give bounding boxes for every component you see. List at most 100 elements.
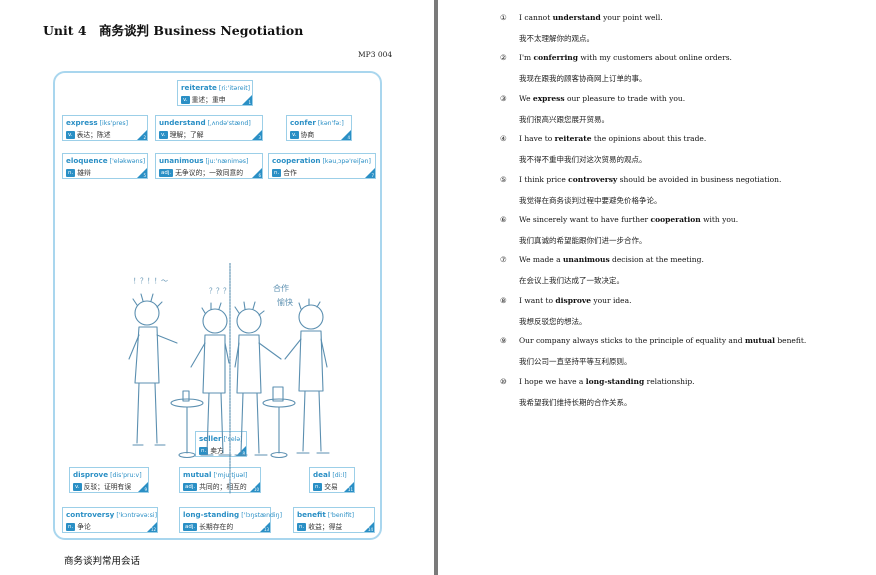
sentence-number: ② [500,53,507,63]
sentence-text: We made a [519,255,563,265]
part-of-speech-badge: n. [297,523,307,531]
vocab-meaning: 卖方 [210,447,224,455]
negotiation-illustration: ！？！！～ ？？？ 合作 愉快 [128,263,330,494]
part-of-speech-badge: v. [66,131,75,139]
sentence-text: relationship. [644,376,695,386]
vocab-word: disprove [73,470,109,479]
corner-tab [252,168,262,178]
vocab-word: cooperation [272,156,321,165]
card-number: 1 [248,100,251,105]
vocab-phonetic: [diːl] [332,472,347,479]
left-page: Unit 4 商务谈判 Business Negotiation MP3 004… [0,0,434,575]
vocab-meaning: 无争议的；一致同意的 [175,169,244,177]
card-number: 11 [347,487,353,492]
vocab-meaning: 表达；陈述 [76,131,111,139]
sentence-text: decision at the meeting. [609,255,704,265]
part-of-speech-badge: n. [199,447,209,455]
english-sentence: We express our pleasure to trade with yo… [519,94,685,103]
sentence-text: your idea. [591,295,632,305]
vocab-meaning: 反驳；证明有误 [83,483,132,491]
chinese-translation: 我现在跟我的顾客协商网上订单的事。 [519,74,647,84]
chinese-translation: 我不得不重申我们对这次贸易的观点。 [519,155,647,165]
sentence-number: ⑦ [500,255,507,265]
part-of-speech-badge: adj. [183,523,198,531]
sentence-item: ⑥ We sincerely want to have further coope… [500,214,860,254]
vocab-word: confer [290,118,316,127]
card-number: 14 [367,527,373,532]
vocab-word: long-standing [183,510,240,519]
vocab-phonetic: [kən'fəː] [317,120,344,127]
english-sentence: We sincerely want to have further cooper… [519,215,738,224]
vocab-phonetic: [riː'itəreit] [218,85,251,92]
sentence-text: Our company always sticks to the princip… [519,336,745,346]
part-of-speech-badge: v. [181,96,190,104]
corner-tab [137,130,147,140]
sentence-number: ③ [500,93,507,103]
card-number: 2 [143,135,146,140]
part-of-speech-badge: v. [73,483,82,491]
sentence-text: We sincerely want to have further [519,214,651,224]
sentence-number: ⑧ [500,295,507,305]
sentence-text: with you. [700,214,739,224]
card-number: 4 [347,135,350,140]
english-sentence: We made a unanimous decision at the meet… [519,255,704,264]
person-figure [284,298,330,454]
vocab-phonetic: [kəuˌɔpə'reiʃən] [322,158,371,165]
part-of-speech-badge: n. [66,523,76,531]
footer-caption: 商务谈判常用会话 [64,556,141,567]
keyword: understand [552,13,601,22]
keyword: controversy [568,174,618,184]
card-number: 5 [143,173,146,178]
sentence-item: ③ We express our pleasure to trade with y… [500,93,860,133]
exclamation-text: 愉快 [277,297,293,307]
cafe-table [262,386,296,459]
vocab-word: understand [159,118,206,127]
exclamation-text: ！？！！～ [133,277,168,285]
exclamation-text: ？？？ [209,287,230,295]
corner-tab [242,95,252,105]
chinese-translation: 我不太理解你的观点。 [519,34,594,43]
sentence-item: ② I'm conferring with my customers about … [500,52,860,92]
sentence-number: ⑩ [500,376,507,386]
corner-tab [147,522,157,532]
vocab-phonetic: [juː'næniməs] [205,158,249,165]
english-sentence: I'm conferring with my customers about o… [519,53,732,62]
vocab-phonetic: [dis'pruːv] [110,472,142,479]
chinese-translation: 在会议上我们达成了一致决定。 [519,276,624,286]
english-sentence: Our company always sticks to the princip… [519,336,806,345]
keyword: mutual [744,336,775,346]
sentence-number: ⑨ [500,336,507,346]
person-figure [190,302,232,456]
part-of-speech-badge: n. [66,169,76,177]
keyword: express [532,93,565,103]
vocab-word: controversy [66,510,115,519]
sentence-number: ⑥ [500,214,507,224]
sentence-text: I cannot [519,13,553,22]
sentence-text: I have to [519,134,555,144]
vocab-phonetic: ['lɔŋstændiŋ] [241,512,282,519]
sentence-text: I'm [519,53,534,63]
english-sentence: I have to reiterate the opinions about t… [519,134,706,143]
chinese-translation: 我希望我们维持长期的合作关系。 [519,397,632,407]
card-number: 10 [253,487,259,492]
keyword: reiterate [554,134,592,144]
sentence-item: ④ I have to reiterate the opinions about … [500,133,860,173]
vocab-meaning: 重述；重申 [191,96,226,104]
sentence-number: ④ [500,134,507,144]
vocab-word: unanimous [159,156,204,165]
sentence-text: I hope we have a [519,376,586,386]
vocab-word: reiterate [181,83,217,92]
corner-tab [137,168,147,178]
corner-tab [138,482,148,492]
vocab-phonetic: ['benifit] [327,512,355,519]
vocab-phonetic: ['eləkwəns] [109,158,146,165]
corner-tab [344,482,354,492]
sentence-number: ① [500,13,507,22]
